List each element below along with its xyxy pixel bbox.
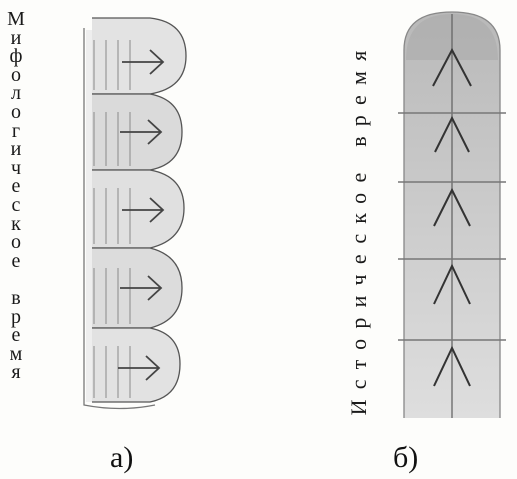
caption-b: б) (393, 441, 418, 475)
label-letter: о (11, 233, 21, 252)
label-letter: е (12, 252, 21, 271)
label-letter: М (7, 10, 25, 29)
label-letter: я (11, 363, 20, 382)
label-letter: е (12, 326, 21, 345)
mythological-time-diagram (84, 18, 186, 409)
label-letter: и (11, 140, 22, 159)
label-letter: о (11, 103, 21, 122)
historical-time-label: Историческое время (346, 41, 372, 416)
label-letter: ф (10, 47, 23, 66)
historical-time-diagram (398, 12, 506, 418)
label-letter: с (12, 196, 21, 215)
cycle-loop-5 (92, 328, 180, 402)
label-letter: в (11, 289, 20, 308)
caption-a: а) (110, 441, 133, 475)
